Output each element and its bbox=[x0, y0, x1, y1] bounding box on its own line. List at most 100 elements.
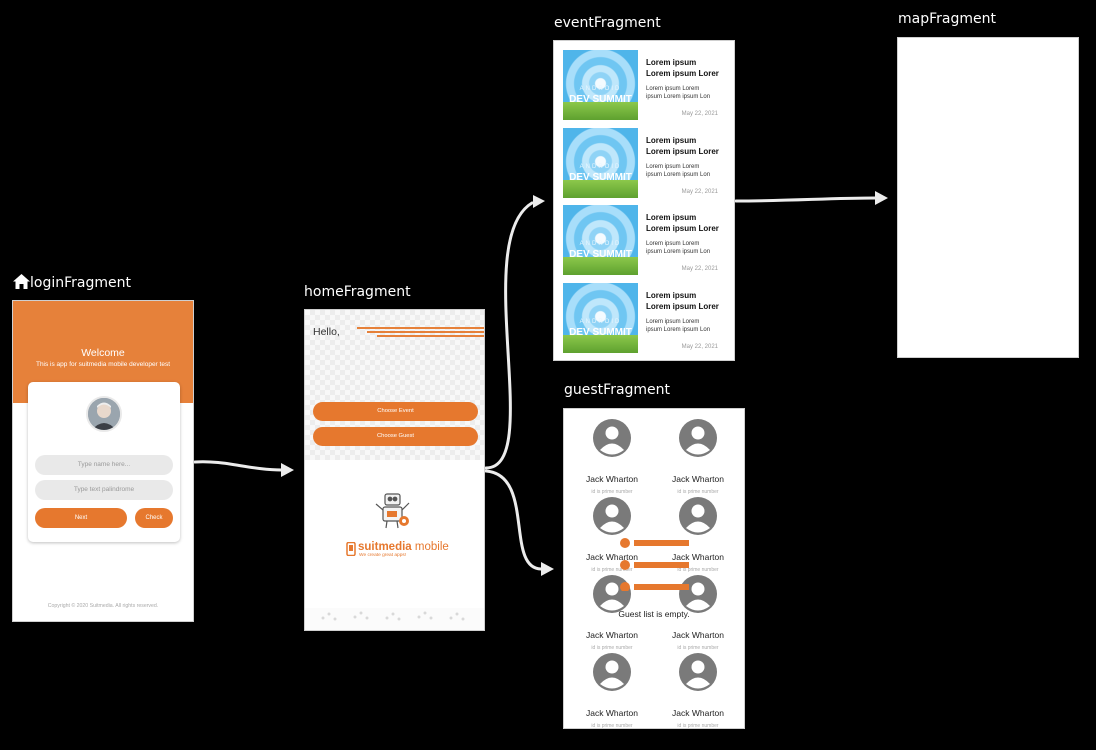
event-list-item[interactable]: ANDROID DEV SUMMIT Lorem ipsum Lorem ips… bbox=[560, 47, 730, 121]
guest-note: id is prime number bbox=[591, 723, 633, 729]
event-description: Lorem ipsum Lorem bbox=[646, 86, 700, 92]
guest-grid-item[interactable]: Jack Wharton id is prime number bbox=[569, 419, 655, 497]
guest-name: Jack Wharton bbox=[586, 630, 638, 640]
arrowhead-home bbox=[281, 463, 294, 477]
person-circle-icon bbox=[593, 497, 631, 535]
guest-name: Jack Wharton bbox=[672, 630, 724, 640]
event-title-line2: Lorem ipsum Lorer bbox=[646, 224, 719, 233]
choose-event-button[interactable]: Choose Event bbox=[313, 402, 478, 421]
robot-icon bbox=[375, 493, 410, 529]
brand-logo-text: suitmedia mobile bbox=[358, 541, 449, 553]
event-image-title: DEV SUMMIT bbox=[569, 249, 632, 260]
event-title: Lorem ipsum bbox=[646, 136, 697, 145]
login-fragment-screen[interactable]: Welcome This is app for suitmedia mobile… bbox=[12, 300, 194, 622]
brand-tagline: We create great apps! bbox=[359, 553, 407, 558]
arrow-home-to-event bbox=[484, 201, 534, 470]
event-title-line2: Lorem ipsum Lorer bbox=[646, 302, 719, 311]
event-date: May 22, 2021 bbox=[681, 344, 718, 350]
event-fragment-label: eventFragment bbox=[554, 15, 661, 31]
login-card: Type name here... Type text palindrome N… bbox=[28, 382, 180, 542]
arrow-home-to-guest bbox=[484, 469, 543, 571]
login-fragment-title: loginFragment bbox=[30, 275, 131, 291]
guest-grid-item[interactable]: Jack Wharton id is prime number bbox=[655, 575, 741, 653]
person-circle-icon bbox=[679, 419, 717, 457]
guest-grid-item[interactable]: Jack Wharton id is prime number bbox=[569, 497, 655, 575]
guest-note: id is prime number bbox=[591, 645, 633, 651]
person-circle-icon bbox=[679, 653, 717, 691]
guest-grid-item[interactable]: Jack Wharton id is prime number bbox=[655, 497, 741, 575]
event-description-line2: ipsum Lorem ipsum Lon bbox=[646, 327, 711, 333]
event-image-subtitle: ANDROID bbox=[579, 241, 622, 247]
event-description: Lorem ipsum Lorem bbox=[646, 241, 700, 247]
event-list-item[interactable]: ANDROID DEV SUMMIT Lorem ipsum Lorem ips… bbox=[560, 125, 730, 199]
event-image: ANDROID DEV SUMMIT bbox=[563, 128, 638, 198]
person-circle-icon bbox=[679, 575, 717, 613]
empty-list-placeholder bbox=[620, 538, 689, 591]
name-input[interactable]: Type name here... bbox=[35, 455, 173, 475]
brand-mobile: mobile bbox=[411, 541, 449, 553]
decorative-line bbox=[367, 331, 484, 333]
home-footer-pattern bbox=[305, 608, 484, 630]
guest-name: Jack Wharton bbox=[586, 552, 638, 562]
copyright-text: Copyright © 2020 Suitmedia. All rights r… bbox=[47, 603, 159, 609]
person-photo-icon bbox=[88, 398, 120, 430]
brand-media: media bbox=[378, 541, 412, 553]
check-button[interactable]: Check bbox=[135, 508, 173, 528]
guest-name: Jack Wharton bbox=[672, 474, 724, 484]
person-circle-icon bbox=[593, 419, 631, 457]
login-subtitle: This is app for suitmedia mobile develop… bbox=[35, 361, 171, 368]
guest-name: Jack Wharton bbox=[672, 708, 724, 718]
event-image-title: DEV SUMMIT bbox=[569, 94, 632, 105]
guest-note: id is prime number bbox=[677, 567, 719, 573]
event-image-title: DEV SUMMIT bbox=[569, 172, 632, 183]
decorative-line bbox=[377, 335, 484, 337]
guest-fragment-screen[interactable]: Jack Wharton id is prime number Jack Wha… bbox=[563, 408, 745, 729]
arrow-event-to-map bbox=[734, 196, 878, 203]
guest-note: id is prime number bbox=[677, 489, 719, 495]
guest-empty-text: Guest list is empty. bbox=[618, 609, 690, 619]
event-title: Lorem ipsum bbox=[646, 58, 697, 67]
login-title: Welcome bbox=[81, 347, 125, 359]
event-image: ANDROID DEV SUMMIT bbox=[563, 205, 638, 275]
guest-name: Jack Wharton bbox=[586, 474, 638, 484]
guest-note: id is prime number bbox=[677, 723, 719, 729]
guest-note: id is prime number bbox=[591, 489, 633, 495]
arrowhead-event bbox=[533, 195, 545, 208]
next-button[interactable]: Next bbox=[35, 508, 127, 528]
event-title-line2: Lorem ipsum Lorer bbox=[646, 69, 719, 78]
event-image-subtitle: ANDROID bbox=[579, 164, 622, 170]
guest-grid-item[interactable]: Jack Wharton id is prime number bbox=[569, 653, 655, 729]
phone-icon bbox=[346, 542, 356, 556]
event-description-line2: ipsum Lorem ipsum Lon bbox=[646, 94, 711, 100]
arrowhead-map bbox=[875, 191, 888, 205]
event-image-grass bbox=[563, 335, 638, 353]
event-date: May 22, 2021 bbox=[681, 111, 718, 117]
guest-grid-item[interactable]: Jack Wharton id is prime number bbox=[655, 653, 741, 729]
event-image-grass bbox=[563, 102, 638, 120]
event-description-line2: ipsum Lorem ipsum Lon bbox=[646, 172, 711, 178]
greeting-text: Hello, bbox=[313, 326, 340, 338]
home-icon bbox=[13, 274, 30, 289]
event-image: ANDROID DEV SUMMIT bbox=[563, 283, 638, 353]
arrow-login-to-home bbox=[193, 460, 284, 472]
home-fragment-screen[interactable]: Hello, Choose Event Choose Guest suitmed… bbox=[304, 309, 485, 631]
guest-name: Jack Wharton bbox=[672, 552, 724, 562]
choose-guest-button[interactable]: Choose Guest bbox=[313, 427, 478, 446]
footer-decoration bbox=[321, 611, 465, 621]
profile-photo-avatar[interactable] bbox=[86, 396, 122, 432]
event-list-item[interactable]: ANDROID DEV SUMMIT Lorem ipsum Lorem ips… bbox=[560, 280, 730, 354]
event-image-title: DEV SUMMIT bbox=[569, 327, 632, 338]
map-fragment-screen[interactable] bbox=[897, 37, 1079, 358]
event-list-item[interactable]: ANDROID DEV SUMMIT Lorem ipsum Lorem ips… bbox=[560, 202, 730, 276]
event-title-line2: Lorem ipsum Lorer bbox=[646, 147, 719, 156]
event-date: May 22, 2021 bbox=[681, 189, 718, 195]
event-description: Lorem ipsum Lorem bbox=[646, 319, 700, 325]
event-description-line2: ipsum Lorem ipsum Lon bbox=[646, 249, 711, 255]
event-image-subtitle: ANDROID bbox=[579, 319, 622, 325]
event-fragment-screen[interactable]: ANDROID DEV SUMMIT Lorem ipsum Lorem ips… bbox=[553, 40, 735, 361]
guest-grid-item[interactable]: Jack Wharton id is prime number bbox=[655, 419, 741, 497]
palindrome-input[interactable]: Type text palindrome bbox=[35, 480, 173, 500]
home-fragment-label: homeFragment bbox=[304, 284, 411, 300]
decorative-line bbox=[357, 327, 484, 329]
